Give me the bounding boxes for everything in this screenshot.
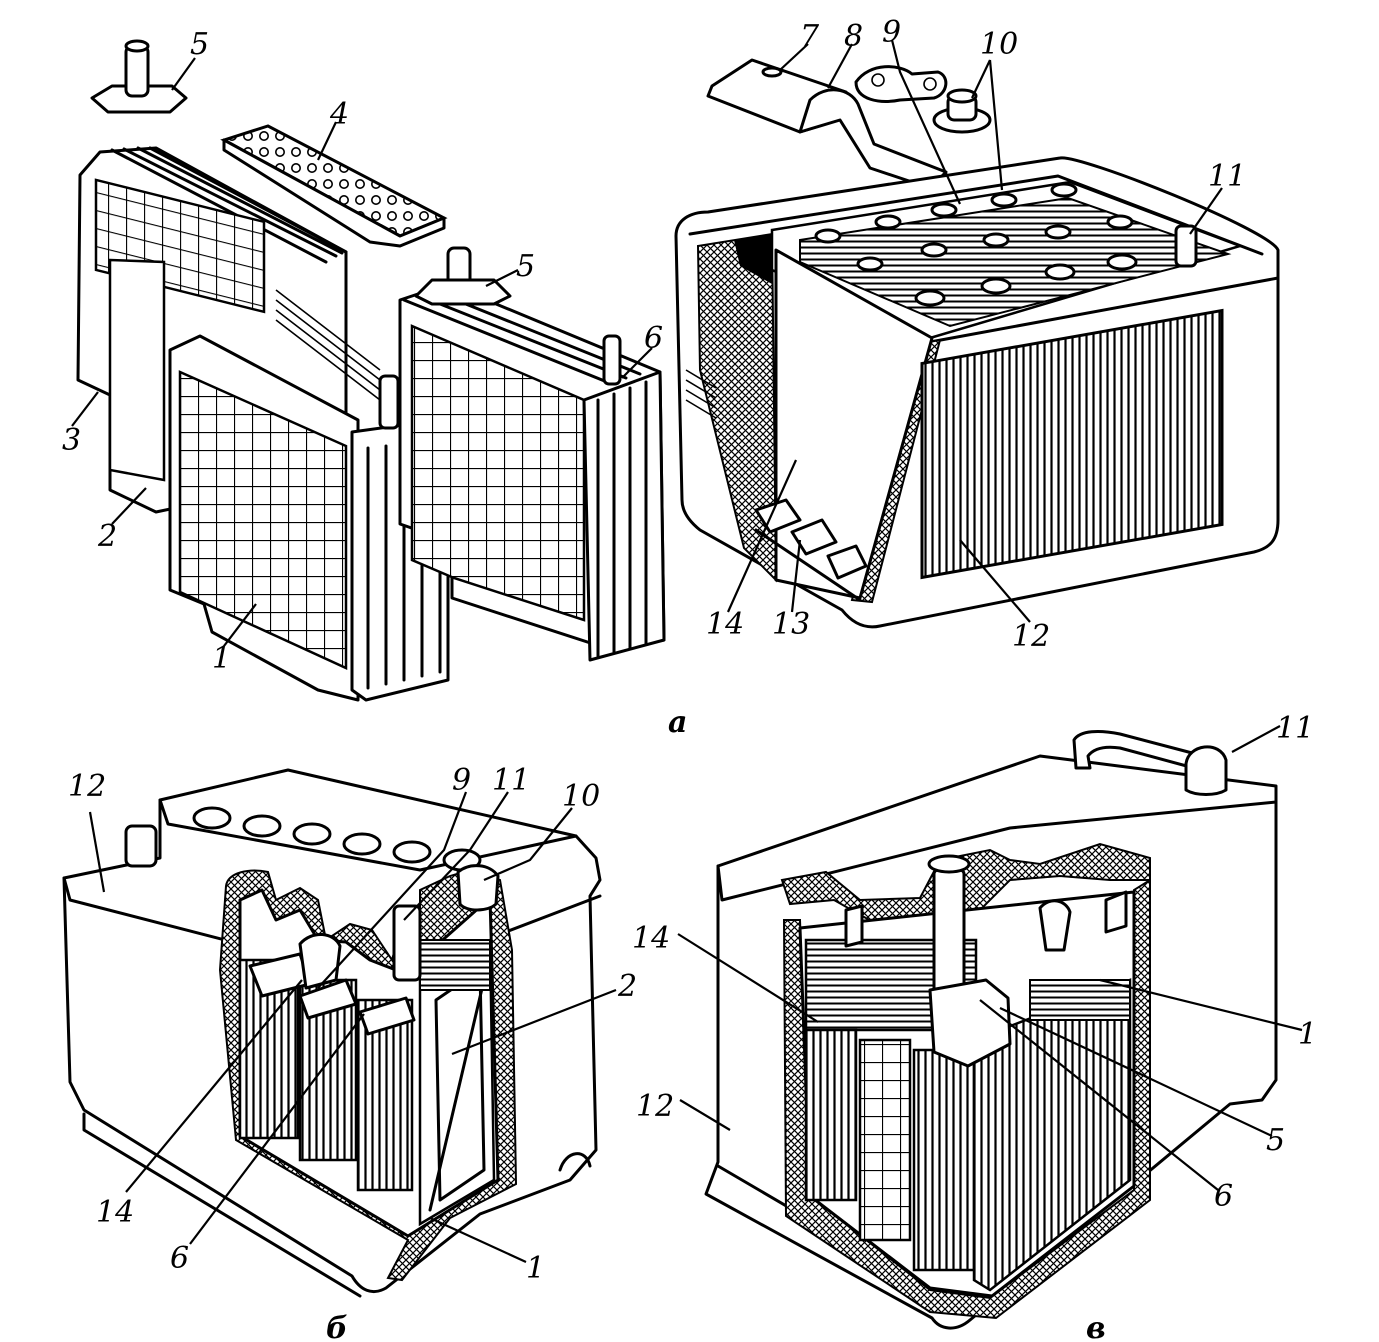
label-b-12: 12 bbox=[68, 769, 106, 804]
label-a-12: 12 bbox=[1012, 619, 1050, 654]
plate-group-6 bbox=[398, 246, 666, 662]
battery-box-a bbox=[674, 156, 1280, 629]
plug-10 bbox=[932, 88, 992, 134]
label-b-9: 9 bbox=[452, 763, 471, 798]
panel-b: 12 9 11 10 2 14 6 1 б bbox=[62, 763, 637, 1342]
label-a-11: 11 bbox=[1208, 159, 1246, 194]
label-a-5-top: 5 bbox=[190, 27, 209, 62]
label-a-8: 8 bbox=[844, 19, 863, 54]
label-v-12: 12 bbox=[636, 1089, 674, 1124]
leaders-v bbox=[677, 725, 1303, 1191]
leaders-a bbox=[71, 39, 1223, 647]
label-v-6: 6 bbox=[1214, 1179, 1233, 1214]
label-a-5-mid: 5 bbox=[516, 249, 535, 284]
caption-b: б bbox=[326, 1311, 348, 1342]
label-v-11: 11 bbox=[1276, 711, 1314, 746]
label-b-11: 11 bbox=[492, 763, 530, 798]
label-a-13: 13 bbox=[772, 607, 810, 642]
label-b-14: 14 bbox=[96, 1195, 134, 1230]
label-v-14: 14 bbox=[632, 921, 670, 956]
floor-ribs-13 bbox=[754, 498, 868, 602]
label-a-2: 2 bbox=[97, 519, 117, 554]
label-b-2: 2 bbox=[617, 969, 637, 1004]
panel-a: 5 4 3 2 1 5 6 7 8 9 10 11 12 13 14 а bbox=[62, 15, 1280, 740]
label-b-10: 10 bbox=[562, 779, 600, 814]
battery-box-b bbox=[62, 768, 602, 1298]
pole-terminal-5 bbox=[90, 39, 188, 114]
label-v-1: 1 bbox=[1298, 1017, 1317, 1052]
battery-box-v bbox=[704, 730, 1278, 1330]
label-b-6: 6 bbox=[170, 1241, 189, 1276]
label-a-7: 7 bbox=[800, 19, 820, 54]
cell-bridges bbox=[814, 182, 1138, 307]
label-a-9: 9 bbox=[882, 15, 901, 50]
panel-v: 11 14 12 1 5 6 в bbox=[632, 711, 1317, 1342]
caption-a: а bbox=[668, 705, 687, 740]
separator-assembly-3 bbox=[76, 146, 381, 514]
label-b-1: 1 bbox=[526, 1251, 545, 1286]
label-a-14: 14 bbox=[706, 607, 744, 642]
link-9 bbox=[854, 65, 948, 103]
label-a-10: 10 bbox=[980, 27, 1018, 62]
label-v-5: 5 bbox=[1266, 1123, 1285, 1158]
label-a-1: 1 bbox=[212, 641, 231, 676]
leaders-b bbox=[88, 791, 617, 1263]
label-a-4: 4 bbox=[329, 97, 349, 132]
perforated-plate-4 bbox=[220, 124, 448, 248]
caption-v: в bbox=[1086, 1311, 1106, 1342]
label-a-3: 3 bbox=[62, 423, 81, 458]
label-a-6: 6 bbox=[644, 321, 663, 356]
